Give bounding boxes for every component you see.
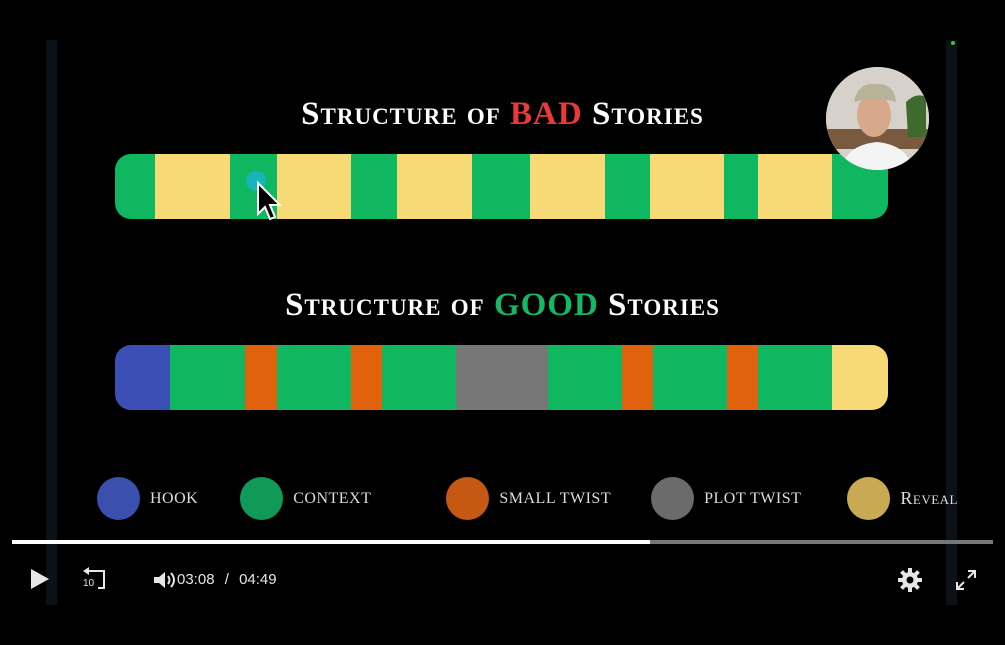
segment-small-twist — [727, 345, 758, 410]
seek-bar[interactable] — [12, 540, 993, 544]
legend-label: SMALL TWIST — [499, 489, 612, 507]
segment-context — [170, 345, 245, 410]
legend-swatch — [446, 477, 490, 520]
skip-back-label: 10 — [83, 578, 95, 589]
legend-label: HOOK — [150, 489, 199, 507]
segment-context — [115, 154, 155, 219]
legend-label: Reveal — [900, 488, 958, 508]
segment-reveal — [155, 154, 230, 219]
status-dot — [951, 41, 955, 45]
segment-context — [724, 154, 758, 219]
segment-context — [758, 345, 832, 410]
segment-reveal — [832, 345, 888, 410]
legend-label: PLOT TWIST — [704, 489, 802, 507]
time-display: 03:08 / 04:49 — [177, 571, 277, 588]
legend-item-hook: HOOK — [97, 477, 198, 520]
segment-plot-twist — [456, 345, 548, 410]
legend-item-plot-twist: PLOT TWIST — [651, 477, 801, 520]
legend-label: CONTEXT — [293, 489, 372, 507]
seek-bar-played — [12, 540, 650, 544]
bad-stories-title: Structure of BAD Stories — [0, 96, 1005, 133]
segment-context — [548, 345, 622, 410]
play-icon — [31, 569, 49, 589]
bad-structure-bar — [115, 154, 888, 219]
segment-hook — [115, 345, 170, 410]
gear-icon — [898, 568, 922, 592]
segment-context — [653, 345, 727, 410]
right-edge-strip — [946, 40, 957, 605]
fullscreen-button[interactable] — [955, 569, 977, 596]
settings-button[interactable] — [898, 568, 922, 597]
presenter-webcam — [826, 67, 929, 170]
segment-reveal — [650, 154, 724, 219]
segment-small-twist — [622, 345, 653, 410]
legend: HOOK CONTEXT SMALL TWIST PLOT TWIST Reveal — [97, 477, 958, 520]
legend-swatch — [847, 477, 891, 520]
segment-small-twist — [245, 345, 277, 410]
replay-10-icon — [83, 567, 105, 589]
good-stories-title: Structure of GOOD Stories — [0, 287, 1005, 324]
segment-reveal — [758, 154, 832, 219]
volume-icon — [154, 572, 175, 588]
segment-small-twist — [351, 345, 382, 410]
segment-reveal — [277, 154, 351, 219]
legend-item-reveal: Reveal — [847, 477, 958, 520]
legend-swatch — [240, 477, 284, 520]
segment-context — [472, 154, 530, 219]
title-text: Stories — [598, 287, 720, 323]
good-structure-bar — [115, 345, 888, 410]
title-keyword: GOOD — [493, 287, 599, 323]
mouse-cursor-icon — [246, 171, 283, 221]
fullscreen-icon — [956, 570, 976, 590]
title-text: Stories — [582, 96, 704, 132]
title-keyword: BAD — [510, 96, 583, 132]
segment-context — [351, 154, 397, 219]
play-button[interactable] — [29, 566, 51, 597]
legend-item-small-twist: SMALL TWIST — [446, 477, 611, 520]
time-separator: / — [224, 571, 229, 588]
segment-context — [605, 154, 650, 219]
current-time: 03:08 — [177, 571, 215, 588]
legend-item-context: CONTEXT — [240, 477, 371, 520]
duration: 04:49 — [239, 571, 277, 588]
volume-button[interactable] — [152, 569, 176, 596]
title-text: Structure of — [285, 287, 494, 323]
title-text: Structure of — [301, 96, 511, 132]
skip-back-10-button[interactable]: 10 — [80, 566, 108, 597]
segment-reveal — [530, 154, 605, 219]
left-edge-strip — [46, 40, 57, 605]
segment-reveal — [397, 154, 472, 219]
segment-context — [382, 345, 456, 410]
segment-context — [277, 345, 351, 410]
legend-swatch — [97, 477, 140, 520]
legend-swatch — [651, 477, 695, 520]
